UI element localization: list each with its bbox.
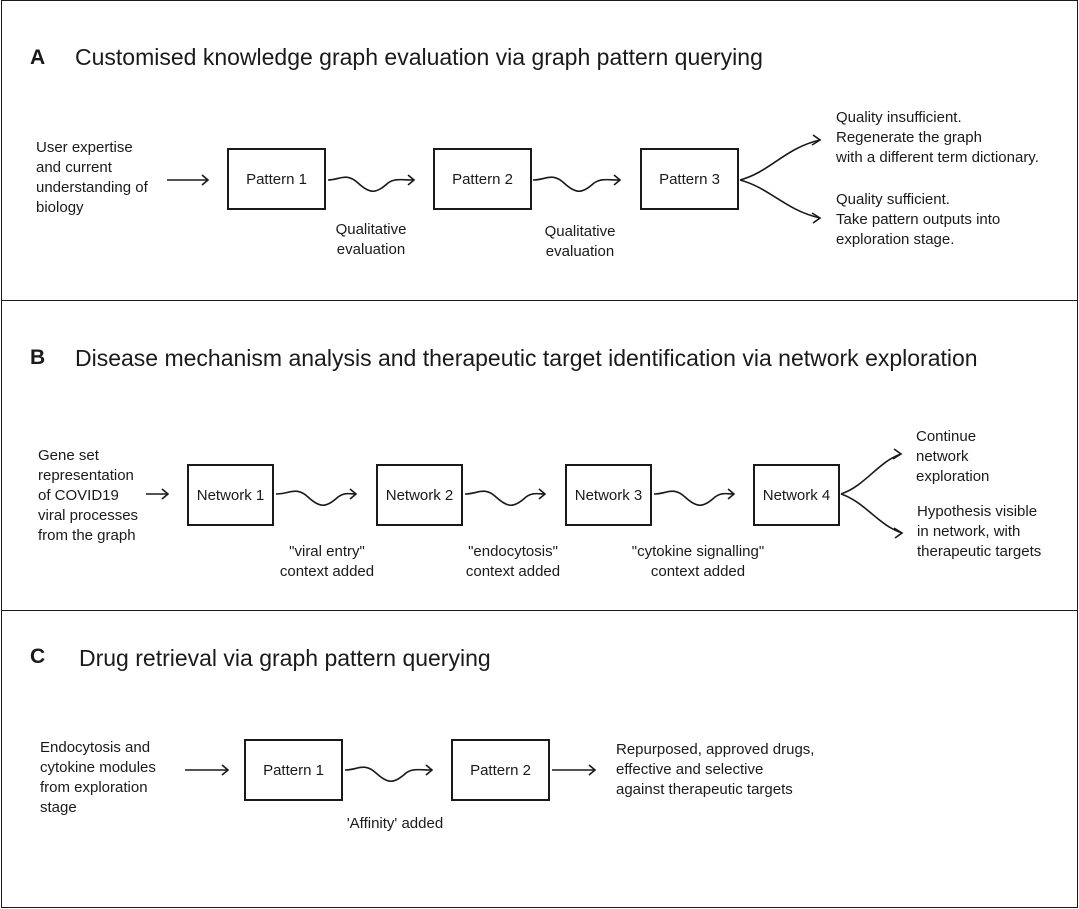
panel-b-outcome-bottom: Hypothesis visible in network, with ther… [917,503,1042,560]
panel-a-outcome-bottom: Quality sufficient. Take pattern outputs… [836,191,1001,248]
panel-c-output-text: Repurposed, approved drugs, effective an… [616,741,815,798]
panel-c-box-pattern-2: Pattern 2 [451,739,550,801]
panel-c-step-label-1: 'Affinity' added [346,815,444,832]
panel-a [1,0,1078,301]
panel-a-step-label-2: Qualitative evaluation [544,223,616,260]
panel-c-title: Drug retrieval via graph pattern queryin… [79,645,491,671]
panel-a-box-pattern-1: Pattern 1 [227,148,326,210]
panel-b-box-network-1: Network 1 [187,464,274,526]
panel-b-title: Disease mechanism analysis and therapeut… [75,345,978,371]
panel-a-outcome-top: Quality insufficient. Regenerate the gra… [836,109,1039,166]
panel-a-box-pattern-2: Pattern 2 [433,148,532,210]
panel-a-input-text: User expertise and current understanding… [36,139,148,216]
panel-b-step-label-1: "viral entry" context added [279,543,375,580]
panel-b-box-network-4: Network 4 [753,464,840,526]
panel-b-step-label-2: "endocytosis" context added [465,543,561,580]
panel-c-box-pattern-1: Pattern 1 [244,739,343,801]
panel-b-box-network-2: Network 2 [376,464,463,526]
panel-c-input-text: Endocytosis and cytokine modules from ex… [40,739,156,816]
panel-a-title: Customised knowledge graph evaluation vi… [75,44,763,70]
panel-a-letter: A [30,46,46,69]
panel-a-step-label-1: Qualitative evaluation [335,221,407,258]
panel-c-letter: C [30,645,46,668]
panel-a-box-pattern-3: Pattern 3 [640,148,739,210]
panel-b-step-label-3: "cytokine signalling" context added [631,543,765,580]
panel-b-input-text: Gene set representation of COVID19 viral… [38,447,139,544]
panel-b-box-network-3: Network 3 [565,464,652,526]
panel-b-letter: B [30,346,46,369]
panel-b-outcome-top: Continue network exploration [916,428,990,485]
